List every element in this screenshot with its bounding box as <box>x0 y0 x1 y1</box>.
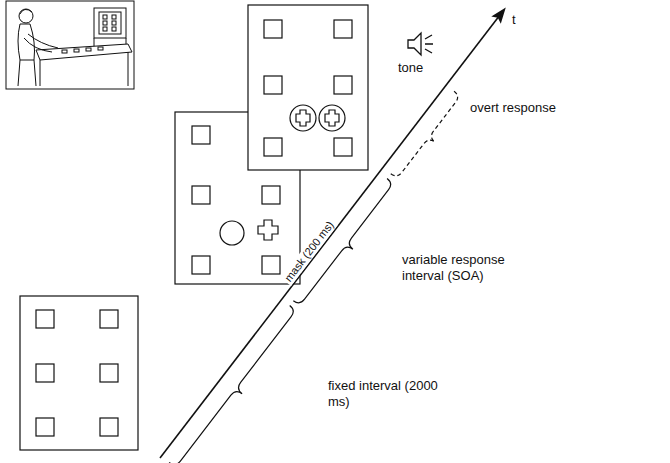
interval-label: overt response <box>470 100 556 116</box>
speaker-icon <box>408 33 433 55</box>
axis-label: t <box>512 12 516 28</box>
interval-brace <box>391 91 467 183</box>
stimulus-screen <box>175 112 300 284</box>
interval-label: fixed interval (2000 ms) <box>328 378 438 409</box>
time-axis <box>155 4 526 463</box>
interval-label: variable response interval (SOA) <box>402 252 532 283</box>
display-screen <box>20 296 138 450</box>
mask-screen <box>248 5 368 170</box>
inset-illustration <box>6 1 134 89</box>
interval-brace <box>169 305 302 463</box>
tone-label: tone <box>398 60 423 76</box>
